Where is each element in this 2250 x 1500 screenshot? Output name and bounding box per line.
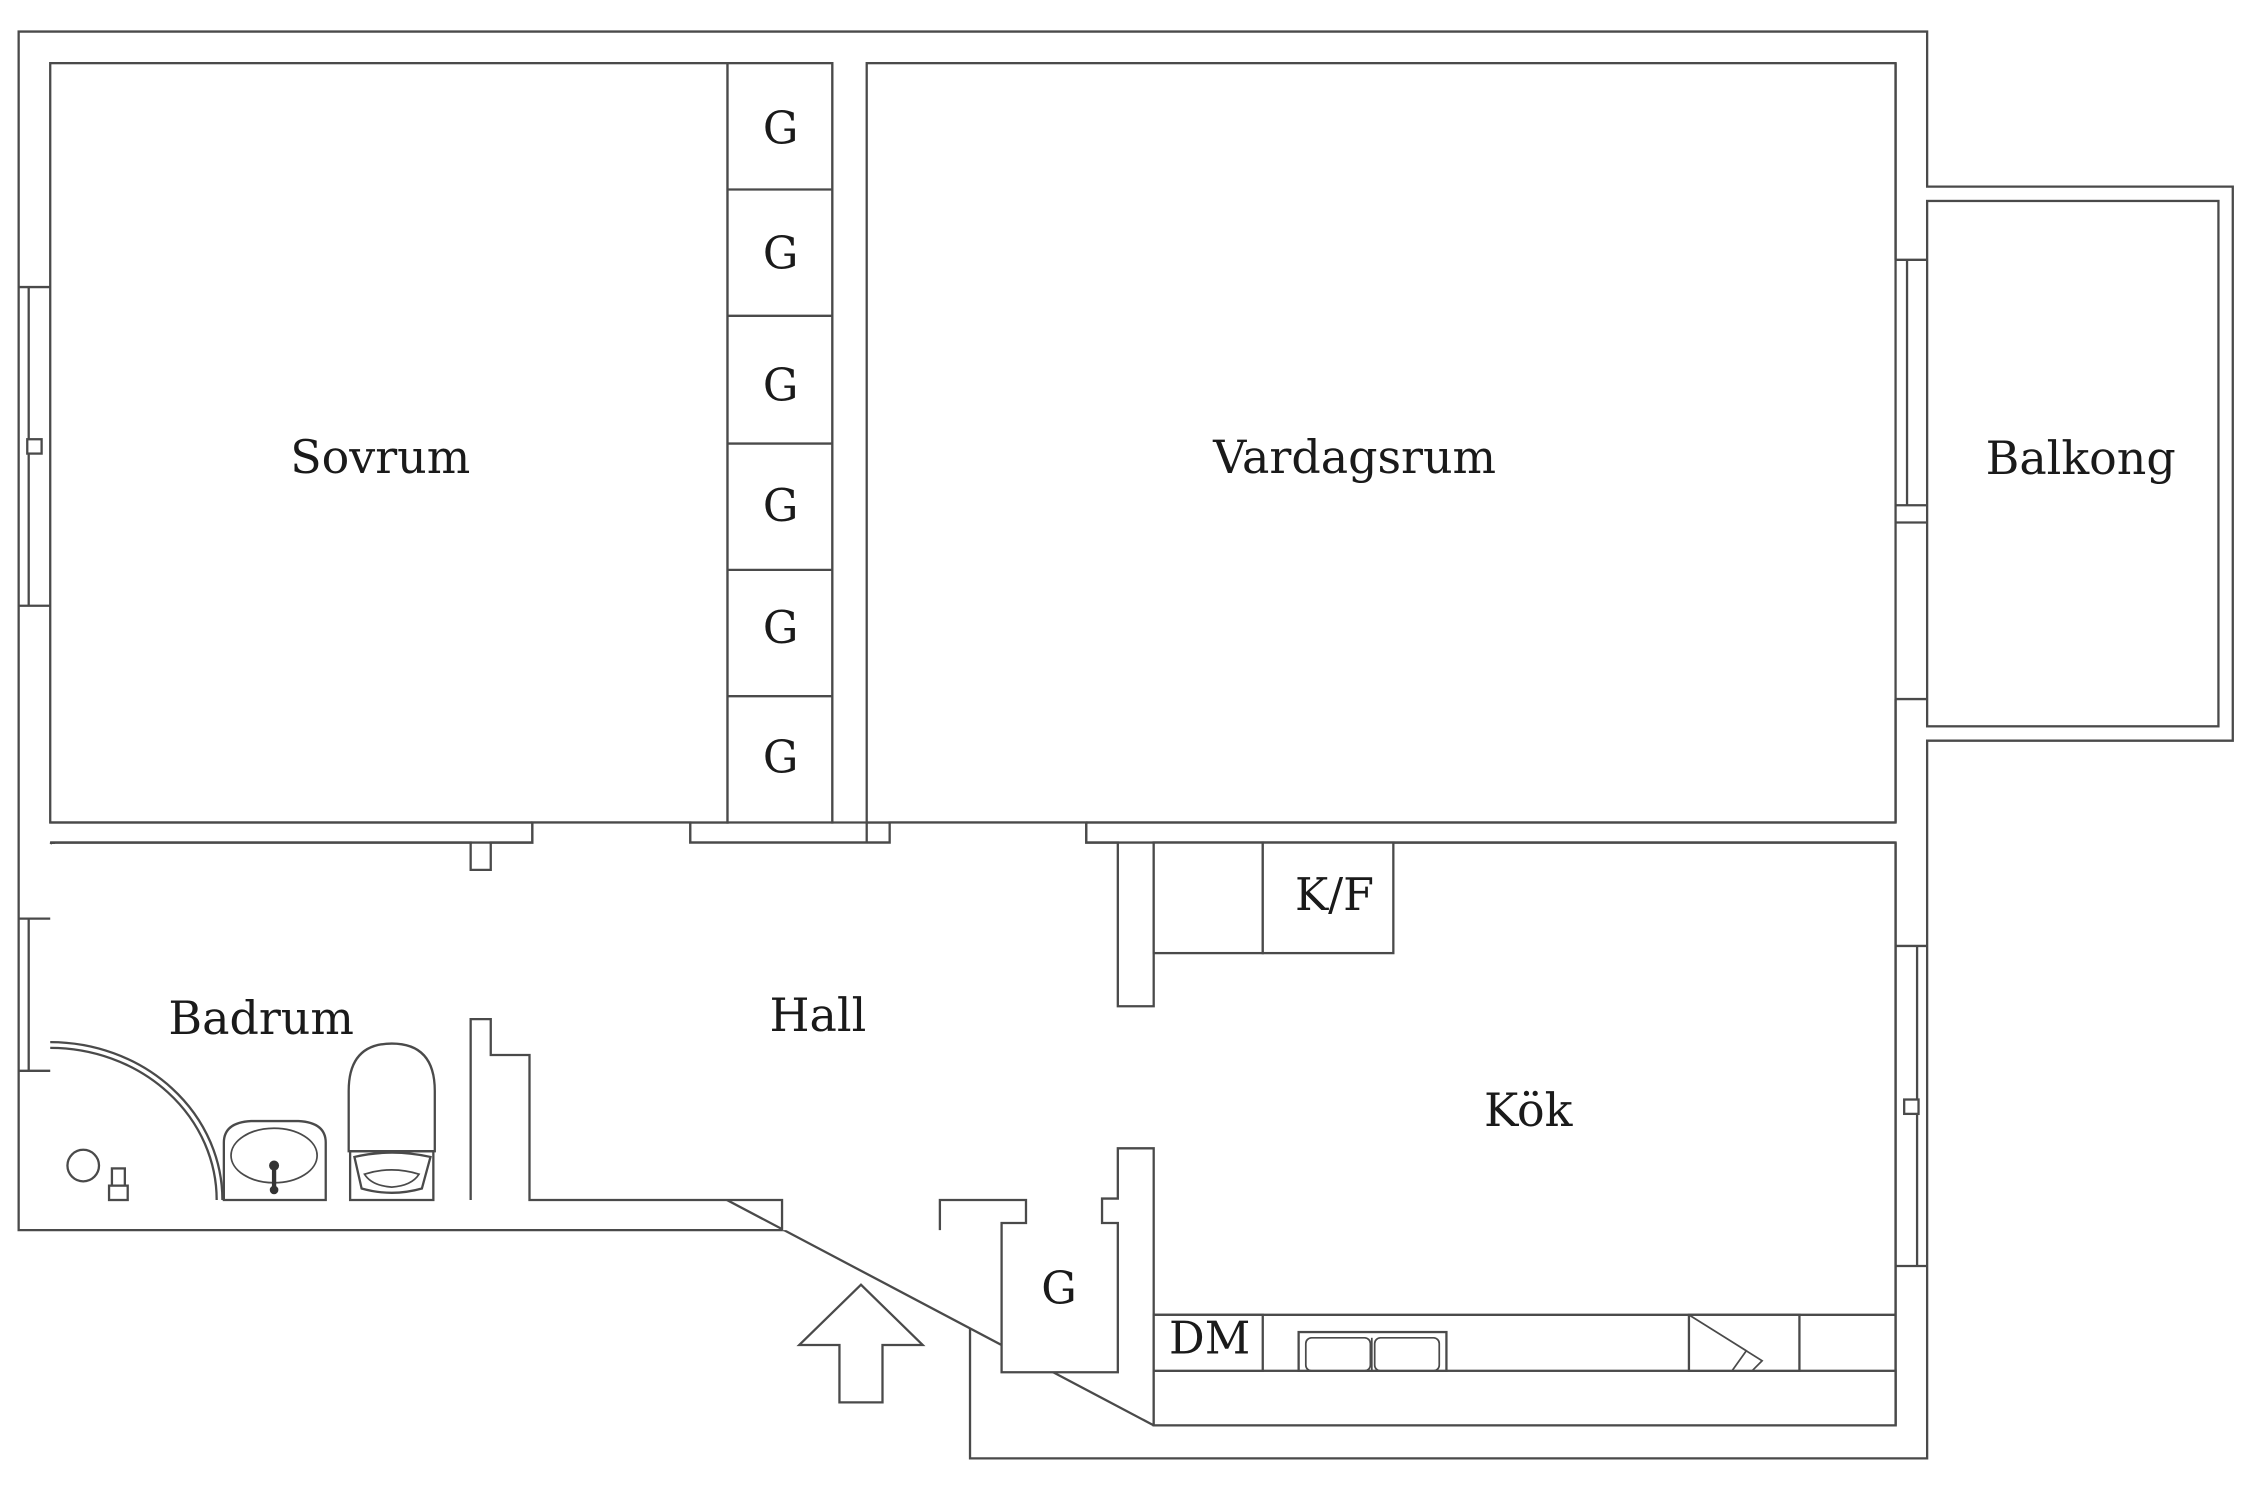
wardrobe-label: G (763, 481, 799, 532)
kitchen-sink-icon (1297, 1330, 1448, 1372)
wardrobe-label: G (763, 360, 799, 411)
room-label-hall: Hall (770, 988, 867, 1042)
room-label-badrum: Badrum (168, 991, 354, 1045)
window-icon (18, 917, 51, 1072)
dishwasher-box (1152, 1313, 1264, 1372)
sovrum-floor (49, 62, 729, 824)
toilet-icon (347, 1042, 436, 1202)
wardrobe-label: G (763, 732, 799, 783)
window-icon (1895, 944, 1928, 1268)
entrance-walls (938, 1147, 1155, 1426)
wardrobe-label: G (763, 228, 799, 279)
balkong-door (1894, 63, 1928, 823)
wardrobe-label: G (763, 603, 799, 654)
wardrobe-dividers (727, 188, 833, 698)
balkong-floor (1925, 199, 2220, 728)
badrum-wall-right (469, 1017, 784, 1231)
entrance-arrow-icon (796, 1283, 926, 1404)
room-label-sovrum: Sovrum (290, 430, 470, 484)
shower-icon (50, 1040, 224, 1202)
room-label-kok: Kök (1484, 1083, 1574, 1137)
badrum-wall-top (50, 822, 534, 872)
window-icon (18, 285, 51, 607)
wardrobe-label: G (1041, 1263, 1077, 1314)
kf-label: K/F (1295, 870, 1374, 921)
hall-floor (51, 844, 1895, 1424)
room-label-vardagsrum: Vardagsrum (1212, 430, 1496, 484)
washbasin-icon (222, 1119, 327, 1202)
room-label-balkong: Balkong (1986, 431, 2176, 485)
dm-label: DM (1169, 1314, 1250, 1365)
stove-hood-icon (1687, 1313, 1801, 1372)
wardrobe-label: G (763, 104, 799, 155)
kf-cabinet (1152, 841, 1395, 955)
vardagsrum-floor (865, 62, 1897, 824)
kok-counter (1152, 1369, 1897, 1427)
